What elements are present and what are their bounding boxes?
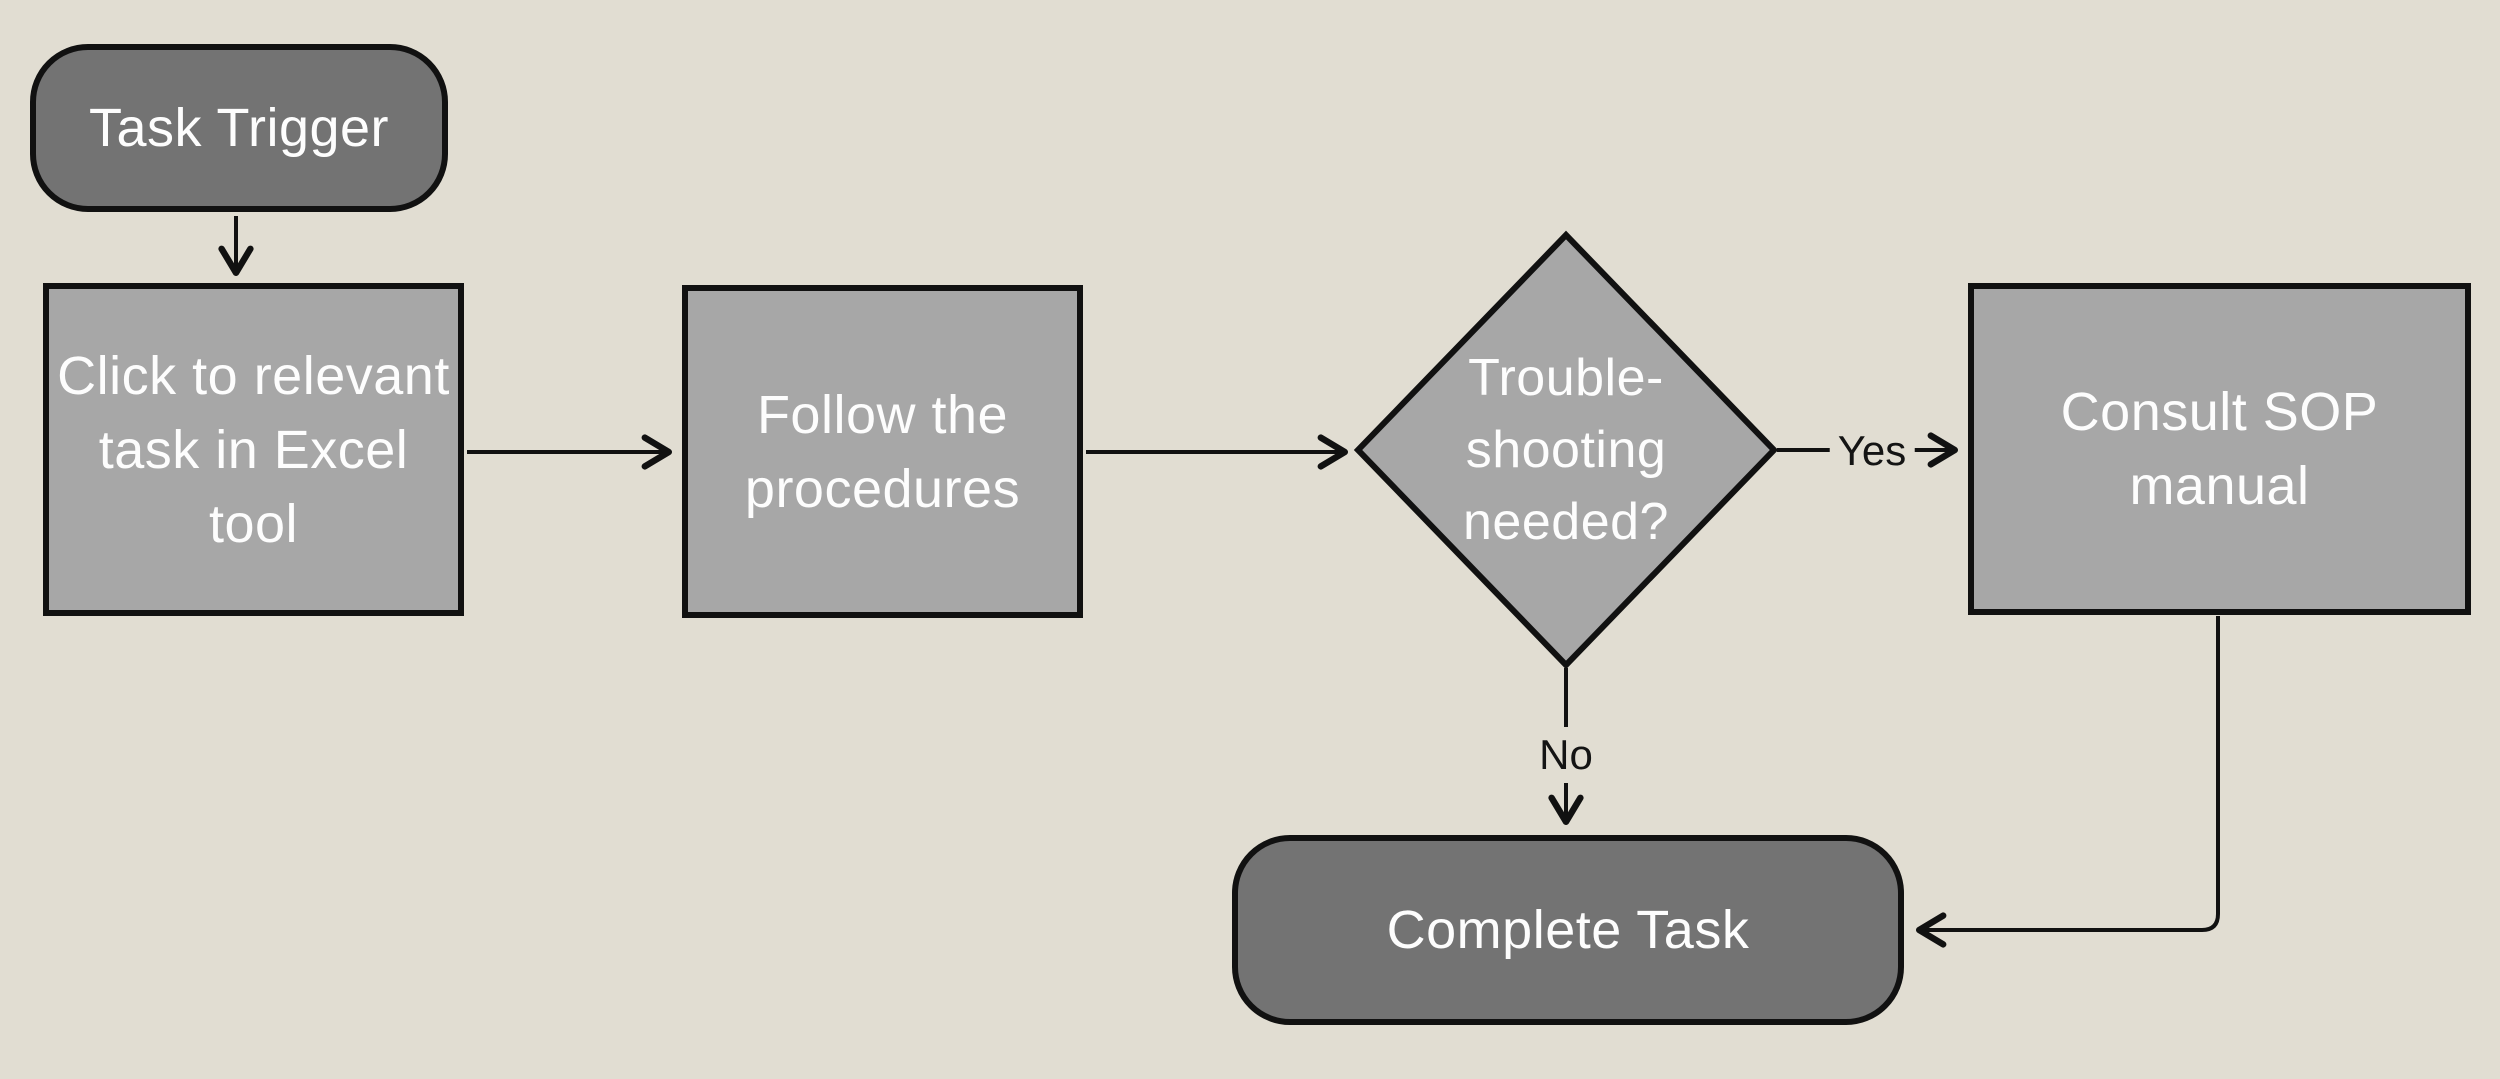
node-task-trigger: Task Trigger <box>30 44 448 212</box>
node-consult-sop-line2: manual <box>2129 456 2310 516</box>
node-consult-sop: Consult SOP manual <box>1968 283 2471 615</box>
node-task-trigger-label: Task Trigger <box>88 98 390 158</box>
node-troubleshoot-line1: Trouble- <box>1468 349 1664 407</box>
node-click-task-line2: task in Excel tool <box>98 419 409 554</box>
connector-sop-to-complete <box>1916 616 2220 948</box>
node-click-task-line1: Click to relevant <box>57 345 450 406</box>
node-complete-task-label: Complete Task <box>1386 900 1750 960</box>
node-click-task: Click to relevant task in Excel tool <box>43 283 464 616</box>
edge-label-no: No <box>1531 727 1601 783</box>
node-consult-sop-line1: Consult SOP <box>2060 382 2379 442</box>
node-troubleshoot-line3: needed? <box>1463 493 1669 551</box>
node-follow-procedures: Follow the procedures <box>682 285 1083 618</box>
edge-label-yes: Yes <box>1829 423 1915 479</box>
node-complete-task: Complete Task <box>1232 835 1904 1025</box>
node-troubleshoot-label: Trouble- shooting needed? <box>1358 235 1774 665</box>
node-follow-procedures-line1: Follow the <box>756 384 1009 445</box>
node-troubleshoot-line2: shooting <box>1465 421 1667 479</box>
node-follow-procedures-line2: procedures <box>744 458 1021 519</box>
